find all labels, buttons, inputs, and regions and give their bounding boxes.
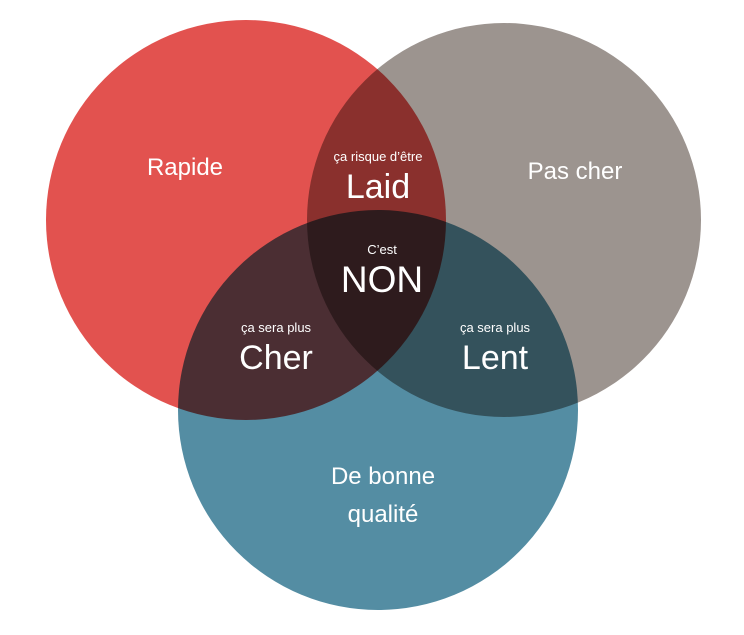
- non-label: NON: [340, 258, 424, 300]
- circle-bonne-qualite: [178, 210, 578, 610]
- lent-caption: ça sera plus: [459, 319, 531, 335]
- lent-label: Lent: [461, 338, 529, 377]
- cher-caption: ça sera plus: [240, 319, 312, 335]
- cher-label: Cher: [239, 338, 313, 377]
- laid-label: Laid: [345, 167, 411, 206]
- label-bonne-qualite: De bonne qualité: [331, 462, 435, 530]
- label-bonne-qualite-line2: qualité: [347, 501, 419, 528]
- label-bonne-qualite-line1: De bonne: [330, 463, 436, 490]
- non-caption: C’est: [367, 241, 397, 257]
- label-rapide: Rapide: [146, 154, 224, 181]
- laid-caption: ça risque d’être: [333, 148, 423, 164]
- label-pas-cher: Pas cher: [527, 158, 623, 185]
